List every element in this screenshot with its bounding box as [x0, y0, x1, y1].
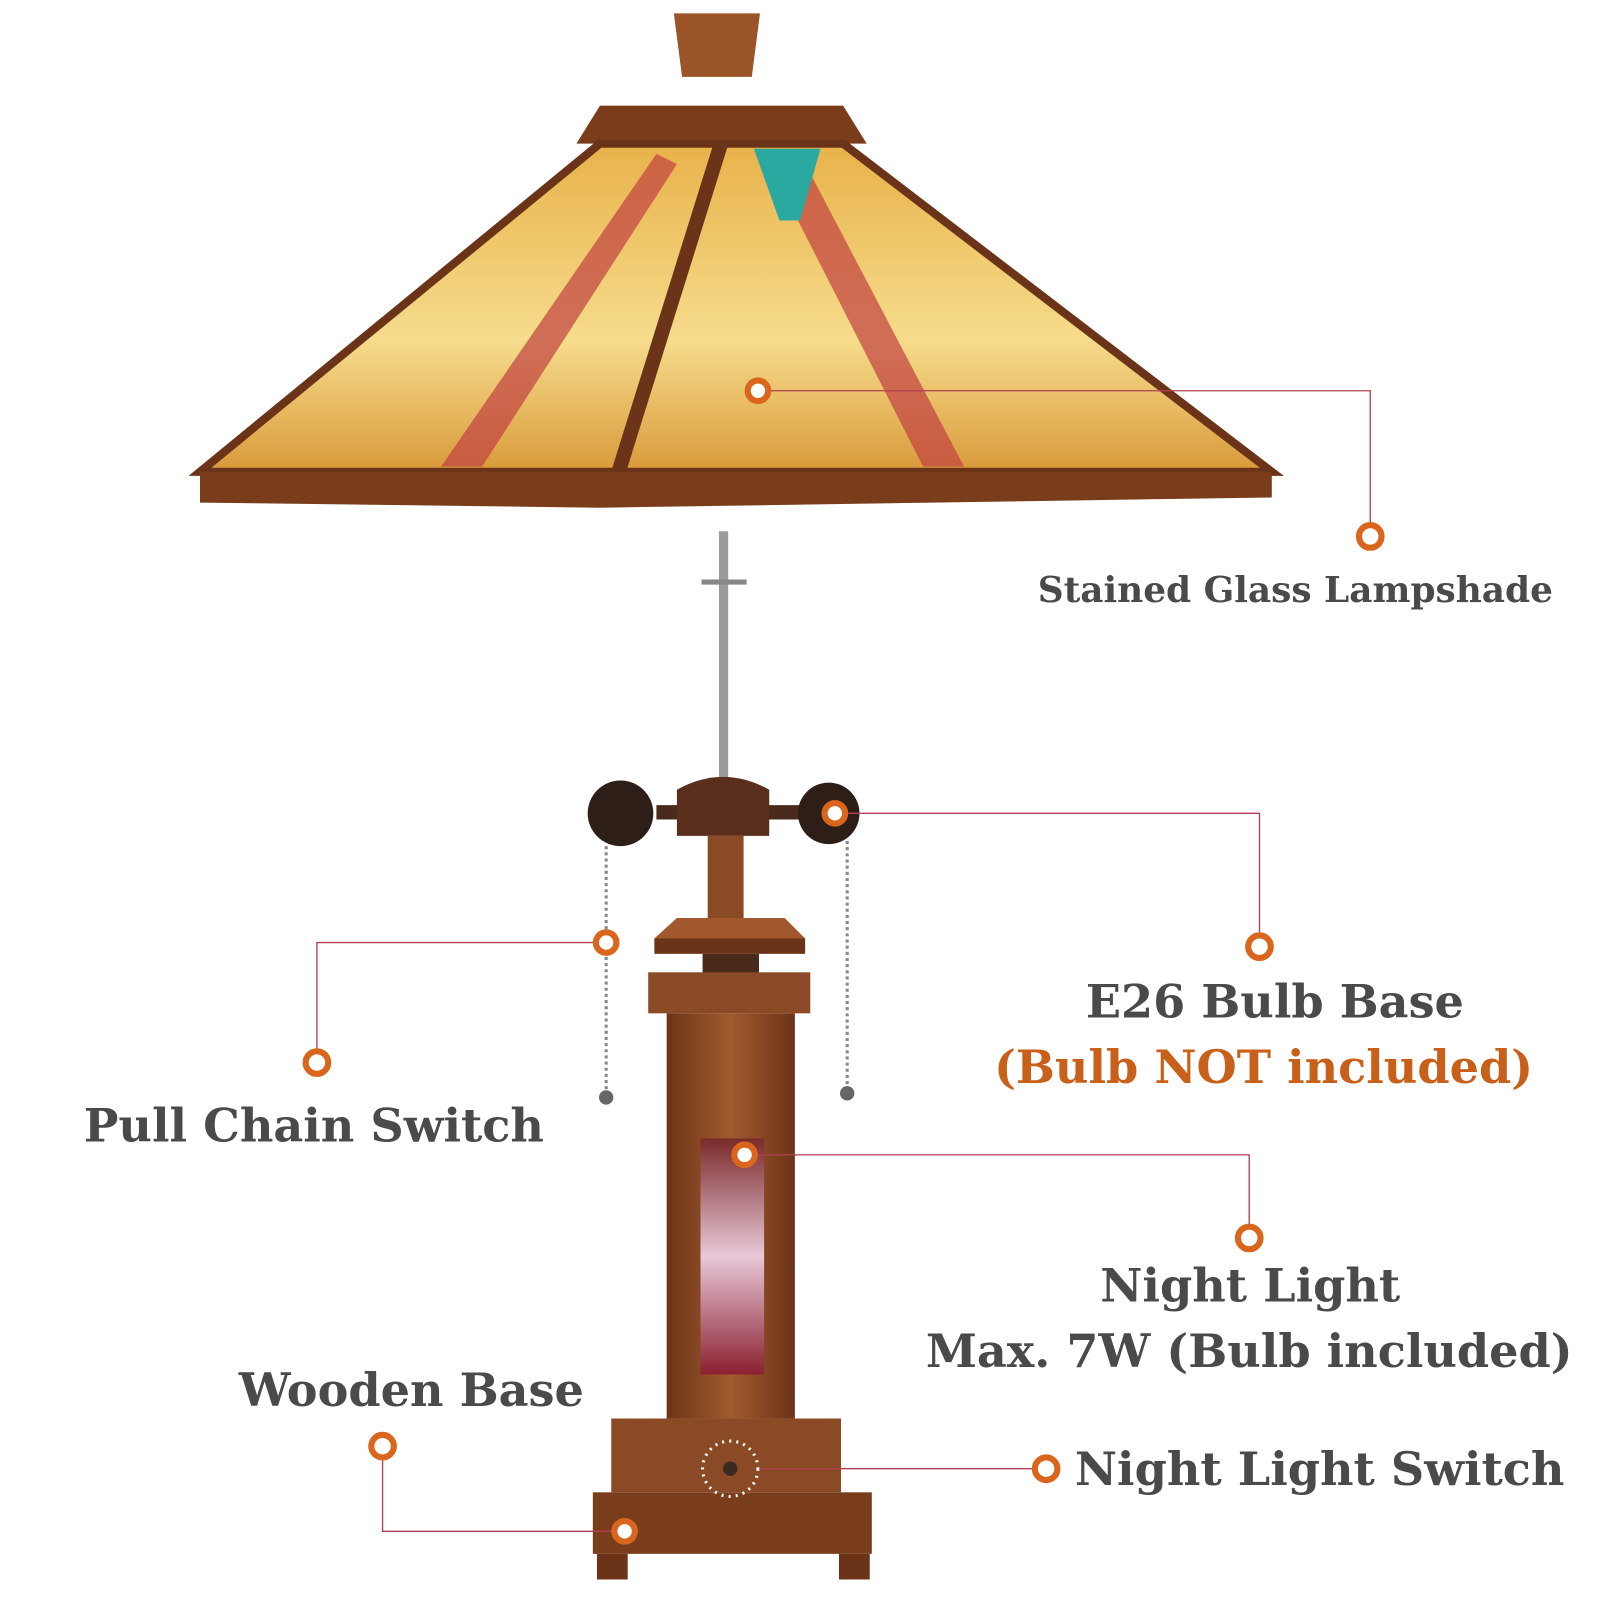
label-night-light-switch: Night Light Switch: [1075, 1442, 1565, 1496]
lamp-illustration: [188, 13, 1284, 1580]
marker-dot: [302, 1048, 332, 1077]
chain-bead-right: [840, 1086, 855, 1101]
marker-dot: [744, 377, 772, 405]
marker-dot: [368, 1431, 397, 1461]
label-bulb-base: E26 Bulb Base: [1086, 974, 1464, 1028]
label-night-light-detail: Max. 7W (Bulb included): [926, 1324, 1573, 1378]
leader-wooden-base: [381, 1446, 625, 1532]
harp-rod: [718, 531, 729, 778]
shade-rim: [200, 471, 1272, 508]
leader-night-light: [744, 1154, 1250, 1238]
plate-collar: [702, 953, 759, 975]
switch-highlight-ring: [701, 1439, 760, 1498]
label-night-light: Night Light: [1100, 1259, 1401, 1313]
label-pull-chain: Pull Chain Switch: [84, 1099, 544, 1153]
chain-bead-left: [598, 1090, 614, 1105]
column-neck: [707, 835, 744, 924]
shade-accent-left: [441, 153, 677, 467]
rod-washer: [701, 579, 747, 585]
base-lower: [592, 1492, 872, 1554]
marker-dot: [1234, 1223, 1264, 1253]
plate-top: [654, 917, 806, 939]
plate: [654, 938, 806, 954]
leader-lampshade: [757, 390, 1371, 537]
finial: [673, 13, 760, 77]
shade-top-plate: [576, 105, 867, 144]
night-light-switch-knob[interactable]: [723, 1461, 738, 1476]
marker-dot: [611, 1517, 638, 1545]
foot-left: [596, 1553, 628, 1580]
night-light-glass: [700, 1138, 765, 1375]
socket-hub: [676, 776, 770, 836]
shade-glass: [188, 139, 1284, 476]
marker-dot: [821, 799, 849, 827]
leader-bulb-base: [834, 812, 1261, 947]
pillar-cap: [648, 972, 811, 1014]
shade-rib: [608, 141, 728, 485]
label-bulb-not-included: (Bulb NOT included): [994, 1040, 1533, 1094]
markers: [302, 377, 1385, 1545]
label-wooden-base: Wooden Base: [238, 1363, 584, 1417]
marker-dot: [731, 1141, 758, 1169]
leader-lines: [316, 390, 1371, 1532]
marker-dot: [1245, 932, 1274, 962]
shade-accent-teal: [753, 148, 821, 221]
label-lampshade: Stained Glass Lampshade: [1038, 569, 1553, 611]
marker-dot: [592, 929, 620, 956]
marker-dot: [1355, 522, 1385, 551]
socket-left: [587, 780, 654, 847]
foot-right: [838, 1553, 870, 1580]
shade-accent-right: [764, 153, 965, 467]
leader-pull-chain: [316, 941, 607, 1063]
base-upper: [611, 1418, 842, 1493]
marker-dot: [1031, 1454, 1061, 1484]
